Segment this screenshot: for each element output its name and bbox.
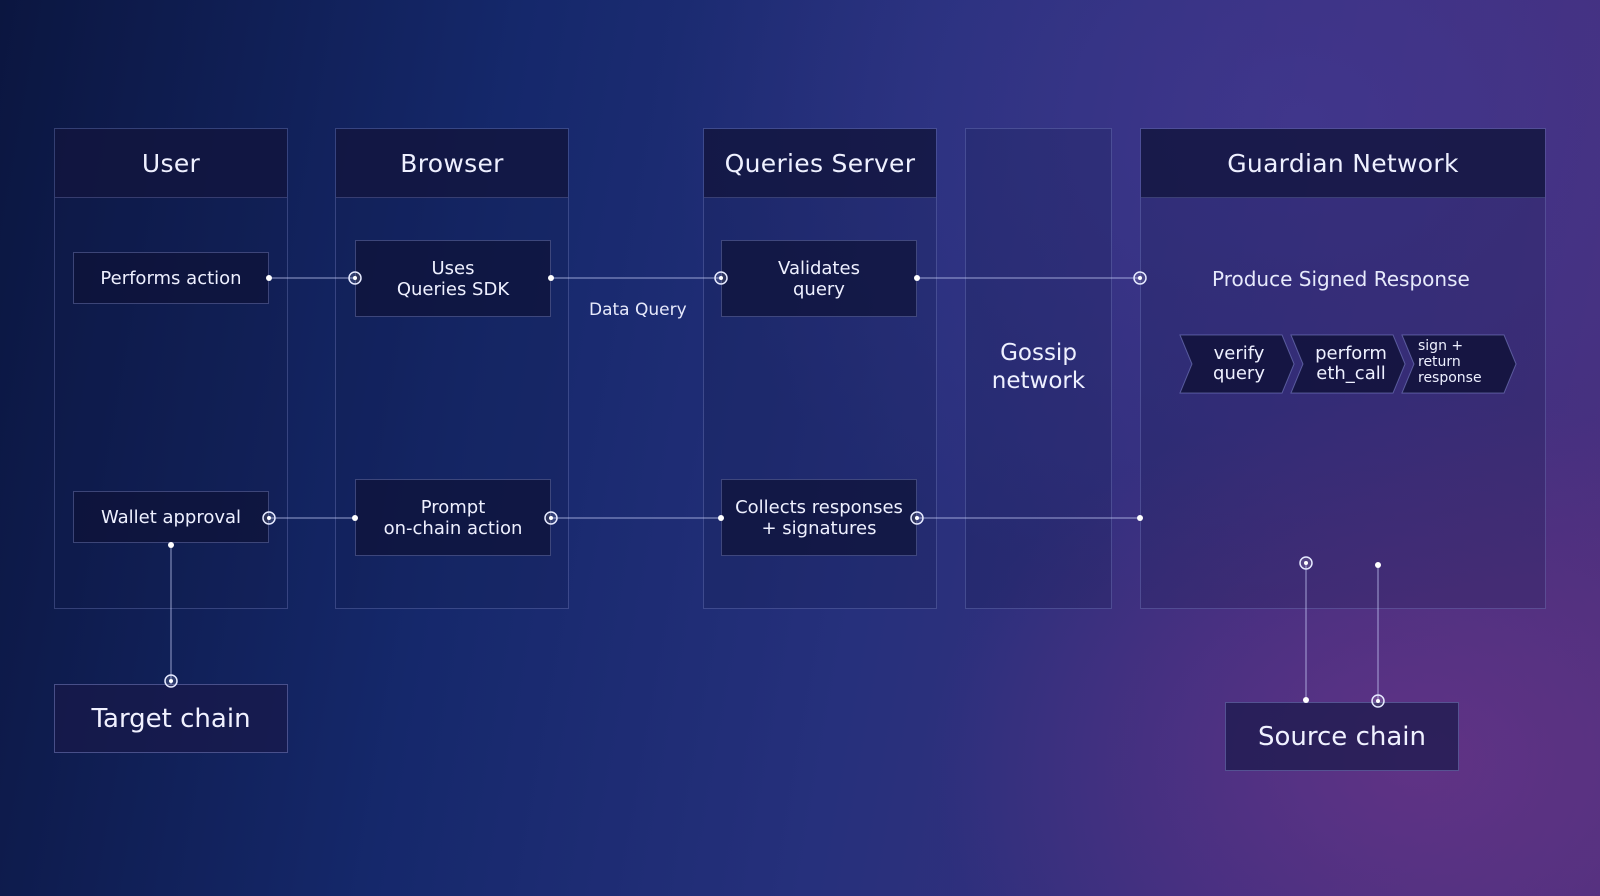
dot-sdk-right bbox=[548, 275, 554, 281]
step-perform-eth-call: perform eth_call bbox=[1315, 343, 1387, 384]
lane-browser-title: Browser bbox=[336, 129, 568, 198]
dot-source-left-top bbox=[1303, 697, 1309, 703]
node-validates-query: Validates query bbox=[721, 240, 917, 317]
node-performs-action: Performs action bbox=[73, 252, 269, 304]
dot-wallet-bottom bbox=[168, 542, 174, 548]
step-verify-query: verify query bbox=[1213, 343, 1265, 384]
ring-prompt-right-core bbox=[549, 516, 553, 520]
ring-guardian-upper-core bbox=[1138, 276, 1142, 280]
ring-validate-left-core bbox=[719, 276, 723, 280]
node-uses-queries-sdk-label: Uses Queries SDK bbox=[396, 257, 510, 300]
dot-performs-action-right bbox=[266, 275, 272, 281]
produce-signed-response-label: Produce Signed Response bbox=[1212, 267, 1470, 291]
dot-collect-left bbox=[718, 515, 724, 521]
step-sign-return-response: sign + return response bbox=[1418, 338, 1482, 386]
lane-user-title: User bbox=[55, 129, 287, 198]
node-prompt-onchain-action-label: Prompt on-chain action bbox=[383, 496, 523, 539]
ring-sdk-left-core bbox=[353, 276, 357, 280]
node-collects-responses: Collects responses + signatures bbox=[721, 479, 917, 556]
dot-validate-right bbox=[914, 275, 920, 281]
source-chain: Source chain bbox=[1225, 702, 1459, 771]
node-wallet-approval: Wallet approval bbox=[73, 491, 269, 543]
ring-source-right-top-core bbox=[1376, 699, 1380, 703]
step-sign-shape bbox=[1401, 334, 1517, 394]
node-collects-responses-label: Collects responses + signatures bbox=[735, 496, 903, 539]
target-chain-label: Target chain bbox=[91, 703, 251, 734]
target-chain: Target chain bbox=[54, 684, 288, 753]
lane-queries-server-title: Queries Server bbox=[704, 129, 936, 198]
lane-gossip-network: Gossip network bbox=[965, 128, 1112, 609]
ring-guardian-left-bottom-core bbox=[1304, 561, 1308, 565]
node-wallet-approval-label: Wallet approval bbox=[100, 506, 242, 528]
node-prompt-onchain-action: Prompt on-chain action bbox=[355, 479, 551, 556]
dot-guardian-lower bbox=[1137, 515, 1143, 521]
ring-target-chain-top-core bbox=[169, 679, 173, 683]
dot-guardian-right-top bbox=[1375, 562, 1381, 568]
ring-wallet-right-core bbox=[267, 516, 271, 520]
dot-prompt-left bbox=[352, 515, 358, 521]
step-verify-shape bbox=[1179, 334, 1295, 394]
source-chain-label: Source chain bbox=[1258, 721, 1426, 752]
node-validates-query-label: Validates query bbox=[778, 257, 860, 300]
ring-collect-right-core bbox=[915, 516, 919, 520]
node-performs-action-label: Performs action bbox=[100, 267, 242, 289]
data-query-label: Data Query bbox=[589, 300, 687, 320]
gossip-network-label: Gossip network bbox=[991, 340, 1086, 394]
node-uses-queries-sdk: Uses Queries SDK bbox=[355, 240, 551, 317]
lane-guardian-network-title: Guardian Network bbox=[1141, 129, 1545, 198]
step-perform-shape bbox=[1290, 334, 1406, 394]
